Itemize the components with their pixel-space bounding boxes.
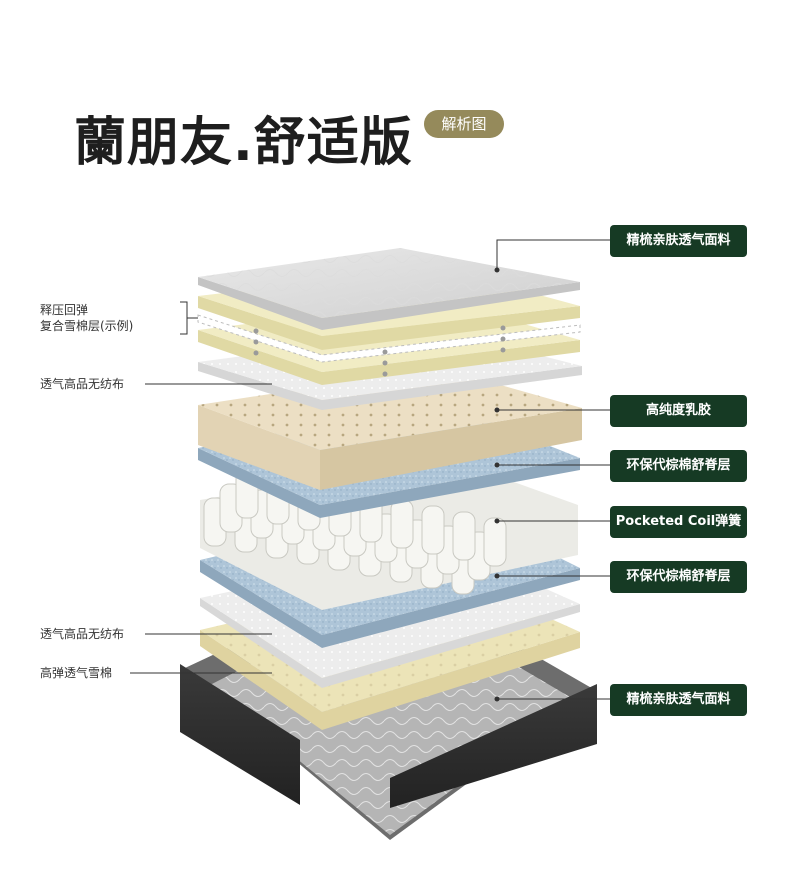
page-title: 蘭朋友.舒适版 — [74, 113, 413, 173]
label-fiber-bottom: 环保代棕棉舒脊层 — [610, 561, 747, 593]
spring-coil — [452, 511, 476, 561]
label-fiber-top: 环保代棕棉舒脊层 — [610, 450, 747, 482]
label-bottom-fabric: 精梳亲肤透气面料 — [610, 684, 747, 716]
spring-coil — [483, 517, 507, 567]
spring-coil — [390, 499, 414, 549]
layer-top-fabric — [198, 248, 580, 330]
label-foam: 高弹透气雪棉 — [40, 666, 113, 680]
spring-coil — [421, 505, 445, 555]
label-top-fabric: 精梳亲肤透气面料 — [610, 225, 747, 257]
label-composite-line1: 释压回弹 — [40, 303, 89, 317]
leader-lines — [130, 239, 610, 700]
diagram-badge: 解析图 — [424, 110, 504, 138]
layer-latex — [198, 368, 582, 490]
label-pocket-springs: Pocketed Coil弹簧 — [610, 506, 747, 538]
label-nonwoven-bottom: 透气高品无纺布 — [40, 627, 125, 641]
label-latex: 高纯度乳胶 — [610, 395, 747, 427]
label-composite-line2: 复合雪棉层(示例) — [40, 319, 134, 333]
label-nonwoven-top: 透气高品无纺布 — [40, 377, 125, 391]
leader-dots — [494, 267, 500, 702]
